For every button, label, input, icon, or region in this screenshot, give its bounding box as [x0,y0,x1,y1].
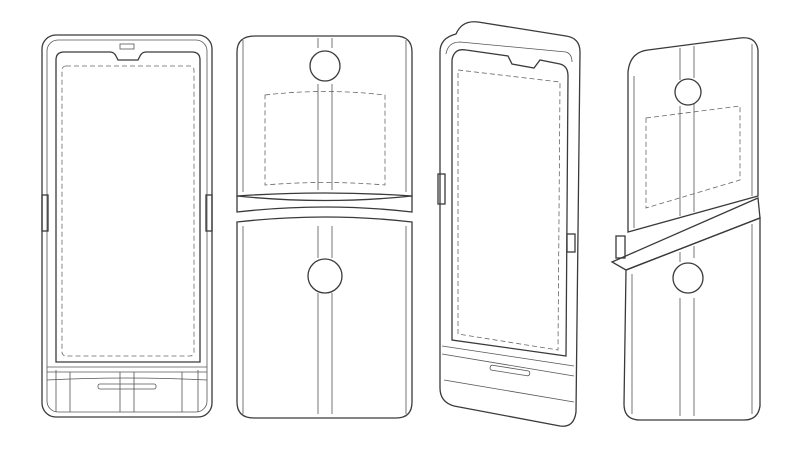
hinge [615,235,626,259]
fingerprint-sensor [307,258,343,294]
hinge-left [41,194,49,232]
phone-front-view [41,34,213,418]
speaker-grille [97,383,157,390]
hinge-right [205,194,213,232]
phone-perspective-front [437,21,581,427]
camera-top [674,78,702,106]
fingerprint-sensor [672,262,704,294]
hinge [566,233,576,253]
phone-perspective-back [610,37,761,421]
hinge [437,173,446,205]
phone-back-view [236,35,413,419]
camera-top [309,50,341,82]
